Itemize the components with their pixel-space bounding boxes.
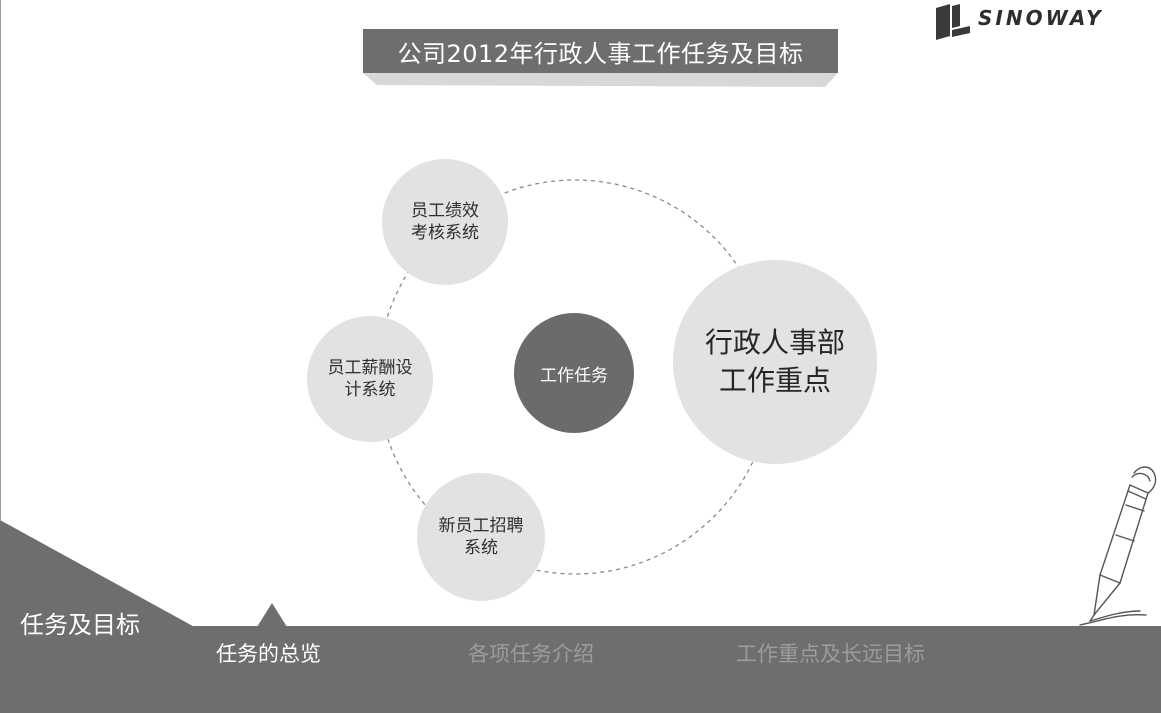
active-tab-pointer-icon [257, 603, 287, 627]
tab-task-overview[interactable]: 任务的总览 [216, 642, 321, 666]
section-label: 任务及目标 [20, 611, 140, 639]
tab-task-details[interactable]: 各项任务介绍 [468, 642, 594, 666]
compensation-node-line1: 员工薪酬设 [327, 358, 413, 378]
compensation-system-node: 员工薪酬设 计系统 [307, 316, 433, 442]
focus-node-line1: 行政人事部 [704, 326, 845, 359]
tab-work-focus-goals[interactable]: 工作重点及长远目标 [736, 642, 925, 666]
left-border-line [0, 0, 1, 520]
page-title: 公司2012年行政人事工作任务及目标 [363, 29, 838, 73]
bottom-navigation-bar [0, 626, 1161, 713]
title-banner-shadow [363, 73, 838, 87]
performance-node-line1: 员工绩效 [411, 201, 479, 221]
pencil-illustration [1079, 466, 1157, 626]
performance-review-system-node: 员工绩效 考核系统 [382, 159, 508, 285]
section-corner-shape [0, 520, 200, 630]
work-focus-node: 行政人事部 工作重点 [673, 260, 877, 464]
compensation-node-line2: 计系统 [344, 380, 396, 400]
focus-node-line2: 工作重点 [718, 364, 831, 397]
recruitment-system-node: 新员工招聘 系统 [417, 473, 545, 601]
logo-wordmark: SINOWAY [978, 6, 1104, 30]
center-task-node: 工作任务 [514, 313, 634, 433]
performance-node-line2: 考核系统 [411, 223, 479, 243]
sinoway-logo: SINOWAY [934, 2, 1124, 42]
recruitment-node-line2: 系统 [464, 538, 498, 558]
logo-mark-icon [936, 4, 970, 40]
title-banner: 公司2012年行政人事工作任务及目标 [363, 29, 838, 87]
recruitment-node-line1: 新员工招聘 [438, 516, 524, 536]
